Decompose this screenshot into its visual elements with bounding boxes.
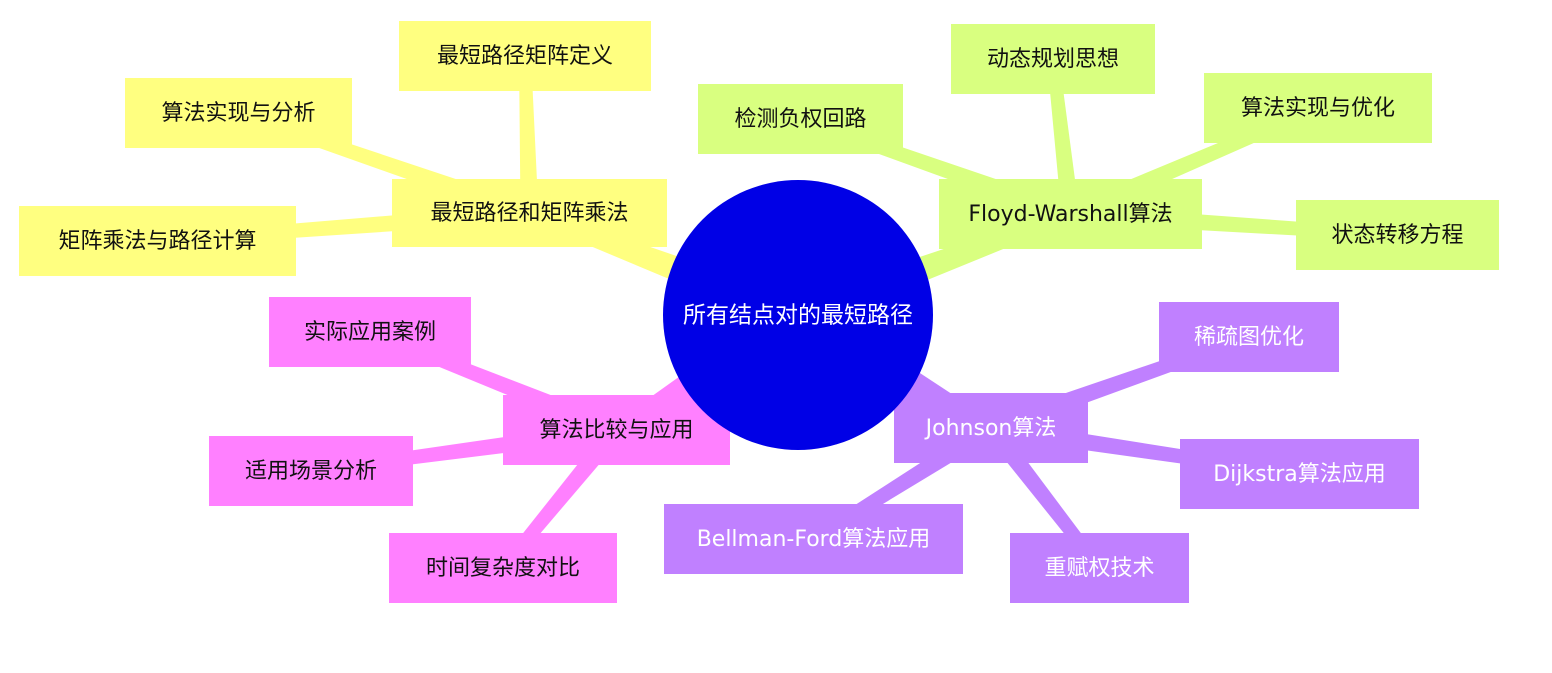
matrix-child-node[interactable]: 矩阵乘法与路径计算 [19, 206, 296, 276]
johnson-child-node-label: 稀疏图优化 [1194, 325, 1304, 350]
compare-child-node-label: 实际应用案例 [304, 320, 436, 345]
floyd-child-node-box [951, 24, 1155, 94]
matrix-child-node-label: 算法实现与分析 [161, 101, 315, 126]
johnson-child-node-box [664, 504, 963, 574]
floyd-child-node-box [698, 84, 903, 154]
johnson-child-node[interactable]: Dijkstra算法应用 [1180, 439, 1419, 509]
floyd-child-node-label: 动态规划思想 [987, 47, 1119, 72]
matrix-child-node-box [399, 21, 651, 91]
floyd-branch-node[interactable]: Floyd-Warshall算法 [939, 179, 1202, 249]
root-label: 所有结点对的最短路径 [683, 303, 913, 329]
johnson-child-node-label: 重赋权技术 [1044, 556, 1154, 581]
link-floyd-child-0 [1047, 58, 1080, 215]
matrix-branch-node[interactable]: 最短路径和矩阵乘法 [392, 179, 667, 247]
matrix-child-node-box [125, 78, 352, 148]
compare-child-node-label: 适用场景分析 [245, 459, 377, 484]
compare-child-node-box [209, 436, 413, 506]
floyd-child-node[interactable]: 算法实现与优化 [1204, 73, 1432, 143]
matrix-branch-node-label: 最短路径和矩阵乘法 [430, 201, 628, 226]
johnson-child-node-box [1010, 533, 1189, 603]
matrix-child-node-box [19, 206, 296, 276]
johnson-branch-node[interactable]: Johnson算法 [894, 393, 1088, 463]
floyd-child-node-box [1296, 200, 1499, 270]
compare-child-node[interactable]: 实际应用案例 [269, 297, 471, 367]
floyd-branch-node-box [939, 179, 1202, 249]
floyd-branch-node-label: Floyd-Warshall算法 [968, 202, 1172, 227]
johnson-child-node[interactable]: 稀疏图优化 [1159, 302, 1339, 372]
johnson-child-node-box [1180, 439, 1419, 509]
matrix-child-node[interactable]: 最短路径矩阵定义 [399, 21, 651, 91]
matrix-child-node-label: 最短路径矩阵定义 [437, 44, 613, 69]
johnson-child-node[interactable]: Bellman-Ford算法应用 [664, 504, 963, 574]
compare-child-node-label: 时间复杂度对比 [426, 556, 580, 581]
johnson-child-node[interactable]: 重赋权技术 [1010, 533, 1189, 603]
floyd-child-node-label: 算法实现与优化 [1241, 96, 1395, 121]
matrix-child-node[interactable]: 算法实现与分析 [125, 78, 352, 148]
floyd-child-node[interactable]: 状态转移方程 [1296, 200, 1499, 270]
floyd-child-node[interactable]: 动态规划思想 [951, 24, 1155, 94]
floyd-child-node-label: 状态转移方程 [1331, 223, 1463, 248]
floyd-child-node[interactable]: 检测负权回路 [698, 84, 903, 154]
link-matrix-child-0 [519, 55, 539, 214]
floyd-child-node-label: 检测负权回路 [734, 107, 866, 132]
root-circle [663, 180, 933, 450]
compare-branch-node-box [503, 395, 730, 465]
matrix-branch-node-box [392, 179, 667, 247]
johnson-child-node-box [1159, 302, 1339, 372]
compare-branch-node[interactable]: 算法比较与应用 [503, 395, 730, 465]
compare-child-node-box [269, 297, 471, 367]
johnson-child-node-label: Bellman-Ford算法应用 [697, 527, 931, 552]
matrix-child-node-label: 矩阵乘法与路径计算 [58, 229, 256, 254]
compare-child-node[interactable]: 时间复杂度对比 [389, 533, 617, 603]
johnson-child-node-label: Dijkstra算法应用 [1213, 462, 1386, 487]
johnson-branch-node-box [894, 393, 1088, 463]
johnson-branch-node-label: Johnson算法 [924, 416, 1057, 441]
root-node[interactable]: 所有结点对的最短路径 [663, 180, 933, 450]
compare-branch-node-label: 算法比较与应用 [539, 418, 693, 443]
compare-child-node-box [389, 533, 617, 603]
floyd-child-node-box [1204, 73, 1432, 143]
compare-child-node[interactable]: 适用场景分析 [209, 436, 413, 506]
